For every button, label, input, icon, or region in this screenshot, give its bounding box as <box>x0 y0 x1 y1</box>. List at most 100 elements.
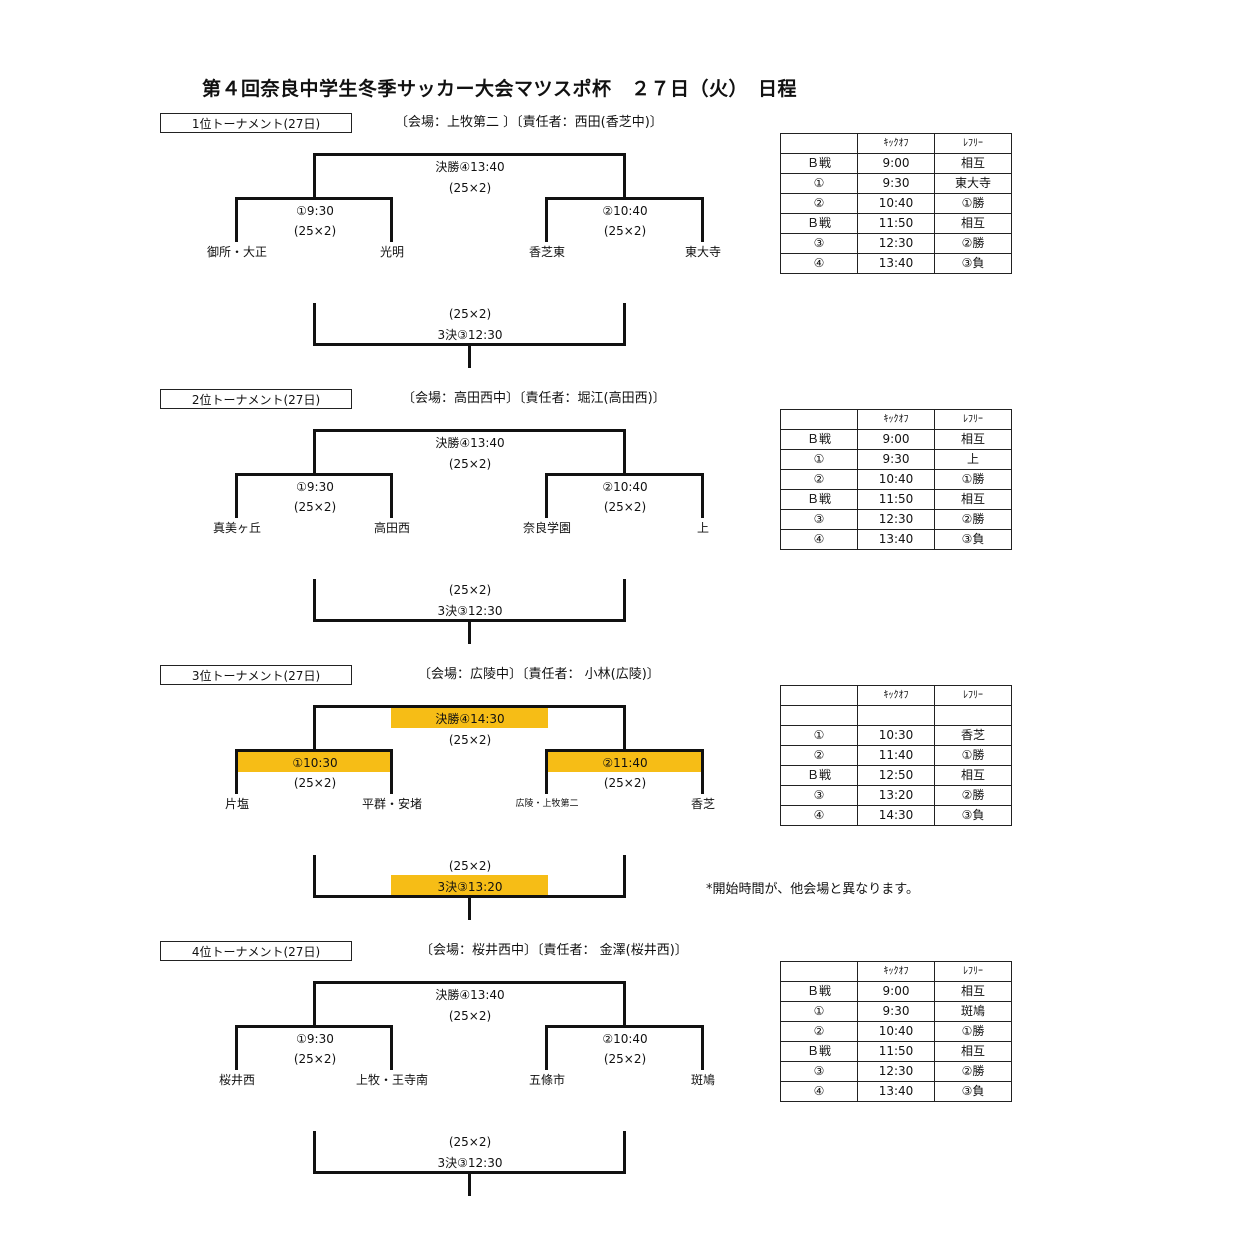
bracket-line <box>235 473 238 518</box>
bracket-line <box>313 579 316 622</box>
table-cell: ③ <box>780 233 858 254</box>
bracket-line <box>390 473 393 518</box>
table-cell: ② <box>780 745 858 766</box>
bracket-line <box>545 473 548 518</box>
table-cell: Ｂ戦 <box>780 429 858 450</box>
bracket-line <box>701 473 704 518</box>
bracket-line <box>313 429 316 474</box>
bracket-line <box>313 1131 316 1174</box>
table-cell: Ｂ戦 <box>780 213 858 234</box>
team-name: 真美ヶ丘 <box>212 521 262 535</box>
table-cell: ③ <box>780 785 858 806</box>
final-match-label: 決勝④13:40 <box>435 160 505 174</box>
table-cell: ① <box>780 173 858 194</box>
section-label: 2位トーナメント(27日) <box>160 389 352 409</box>
team-name: 高田西 <box>373 521 411 535</box>
bracket-line <box>623 429 626 474</box>
table-cell: ①勝 <box>934 745 1012 766</box>
semifinal-2-duration: (25×2) <box>603 1052 647 1066</box>
table-cell: ③負 <box>934 1081 1012 1102</box>
page-title: 第４回奈良中学生冬季サッカー大会マツスポ杯 ２７日（火） 日程 <box>202 78 798 100</box>
table-cell: 9:30 <box>857 449 935 470</box>
table-cell: 上 <box>934 449 1012 470</box>
table-cell: 10:30 <box>857 725 935 746</box>
team-name: 東大寺 <box>684 245 722 259</box>
table-cell: ④ <box>780 253 858 274</box>
semifinal-2-duration: (25×2) <box>603 500 647 514</box>
table-cell <box>780 409 858 430</box>
table-cell <box>934 705 1012 726</box>
bracket-line <box>545 749 548 794</box>
table-cell: 11:50 <box>857 489 935 510</box>
table-cell: ﾚﾌﾘｰ <box>934 685 1012 706</box>
semifinal-2-label: ②10:40 <box>602 480 648 494</box>
bracket-line <box>545 473 704 476</box>
team-name: 五條市 <box>528 1073 566 1087</box>
table-cell: 10:40 <box>857 1021 935 1042</box>
table-cell <box>780 133 858 154</box>
highlight-bar <box>391 875 548 895</box>
semifinal-1-duration: (25×2) <box>293 224 337 238</box>
bracket-line <box>235 197 393 200</box>
third-place-duration: (25×2) <box>448 859 492 873</box>
table-header-row: ｷｯｸｵﾌﾚﾌﾘｰ <box>780 409 1012 430</box>
bracket-line <box>313 981 316 1026</box>
table-cell <box>780 685 858 706</box>
third-place-label: 3決③13:20 <box>437 880 503 894</box>
venue-info: 〔会場：高田西中〕〔責任者：堀江(高田西)〕 <box>402 391 666 406</box>
table-cell: ｷｯｸｵﾌ <box>857 133 935 154</box>
table-cell: 11:50 <box>857 213 935 234</box>
table-cell: 東大寺 <box>934 173 1012 194</box>
bracket-line <box>701 749 704 794</box>
bracket-line <box>313 153 626 156</box>
table-cell: ②勝 <box>934 785 1012 806</box>
table-cell: Ｂ戦 <box>780 981 858 1002</box>
team-name: 斑鳩 <box>690 1073 716 1087</box>
bracket-line <box>235 749 238 794</box>
table-cell: 12:50 <box>857 765 935 786</box>
venue-info: 〔会場：上牧第二 〕〔責任者：西田(香芝中)〕 <box>395 115 663 130</box>
bracket-line <box>545 749 704 752</box>
semifinal-1-label: ①9:30 <box>296 1032 334 1046</box>
table-cell: 12:30 <box>857 509 935 530</box>
table-cell: ①勝 <box>934 193 1012 214</box>
third-place-label: 3決③12:30 <box>437 328 503 342</box>
table-cell: 13:40 <box>857 529 935 550</box>
table-cell: Ｂ戦 <box>780 765 858 786</box>
bracket-line <box>235 197 238 242</box>
bracket-line <box>623 855 626 898</box>
bracket-line <box>390 749 393 794</box>
schedule-note: *開始時間が、他会場と異なります。 <box>706 882 919 897</box>
team-name: 片塩 <box>224 797 250 811</box>
bracket-line <box>701 1025 704 1070</box>
bracket-line <box>390 197 393 242</box>
table-cell: 9:00 <box>857 153 935 174</box>
table-cell: ① <box>780 1001 858 1022</box>
highlight-bar <box>238 752 390 772</box>
semifinal-1-duration: (25×2) <box>293 1052 337 1066</box>
semifinal-1-label: ①9:30 <box>296 204 334 218</box>
final-match-duration: (25×2) <box>448 1009 492 1023</box>
team-name: 光明 <box>379 245 405 259</box>
table-cell: 13:20 <box>857 785 935 806</box>
semifinal-1-label: ①10:30 <box>292 756 338 770</box>
bracket-line <box>623 153 626 198</box>
bracket-line <box>235 1025 238 1070</box>
